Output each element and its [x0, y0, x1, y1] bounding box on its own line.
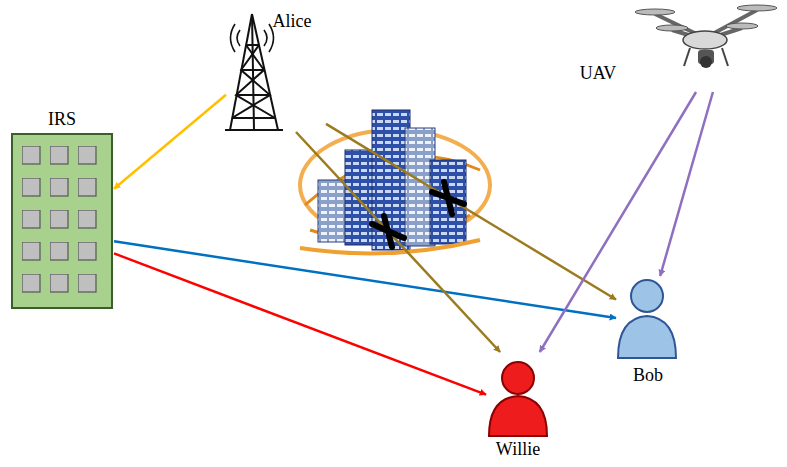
drone-icon [635, 5, 777, 68]
base-station: Alice [226, 8, 326, 132]
person-icon [489, 362, 547, 436]
tower-icon [225, 14, 283, 130]
buildings [300, 110, 490, 253]
warden-node: Willie [486, 352, 550, 464]
node-label: Alice [273, 10, 312, 32]
irs-node: IRS [10, 108, 114, 310]
person-icon [618, 280, 676, 358]
signal-arrow [296, 132, 500, 352]
signal-arrow [114, 95, 226, 189]
uav-node: UAV [572, 4, 764, 92]
node-label: Willie [496, 438, 540, 460]
node-label: Bob [633, 364, 663, 386]
irs-panel [12, 134, 112, 308]
signal-arrow [540, 92, 696, 352]
signal-arrow [326, 124, 616, 300]
signal-arrow [660, 92, 713, 276]
user-node: Bob [616, 276, 680, 388]
node-label: IRS [48, 108, 76, 130]
signal-arrow [114, 253, 486, 394]
node-label: UAV [580, 62, 617, 84]
